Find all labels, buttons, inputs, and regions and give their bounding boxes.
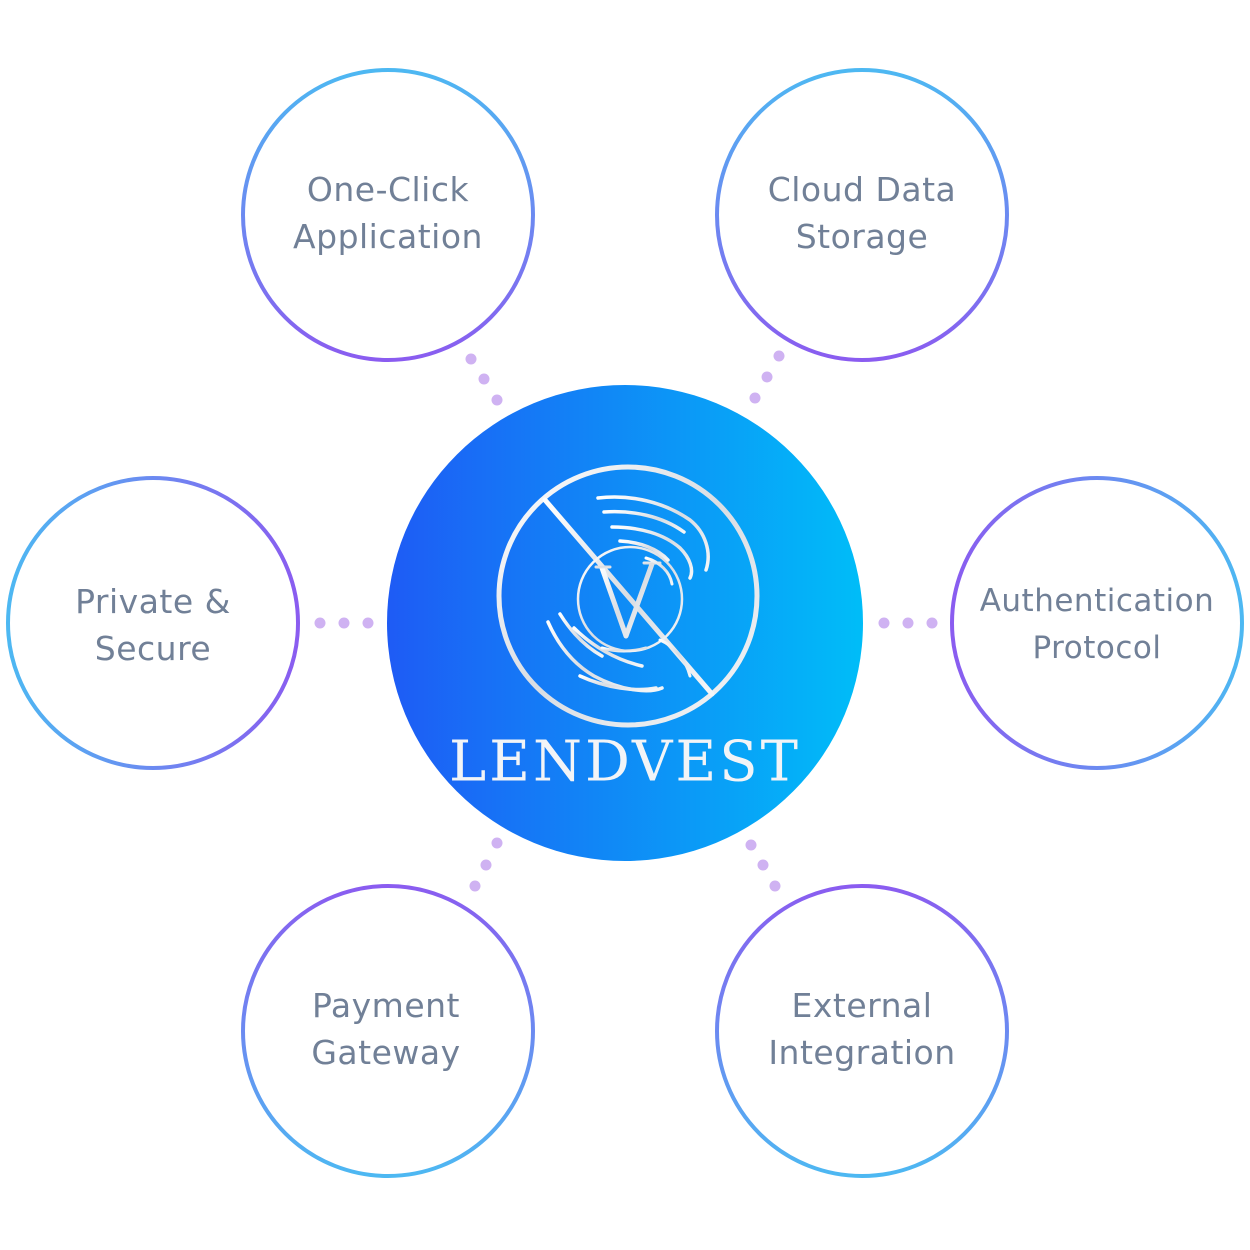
label-line: External [791,986,933,1025]
label-payment-gateway: Payment Gateway [256,982,516,1076]
label-external-integration: External Integration [732,982,992,1076]
connector-one-click [465,353,503,406]
ring-payment-gateway [241,884,535,1178]
connector-external-integration [745,839,781,892]
label-cloud-data-storage: Cloud Data Storage [732,166,992,260]
ring-one-click-application [241,68,535,362]
label-authentication-protocol: Authentication Protocol [967,578,1227,672]
label-line: Cloud Data [767,170,957,209]
ring-cloud-data-storage [715,68,1009,362]
brand-name: LENDVEST [448,729,802,795]
label-line: Authentication [979,583,1215,619]
label-private-secure: Private & Secure [23,578,283,672]
label-one-click-application: One-Click Application [258,166,518,260]
connector-private-secure [314,617,374,629]
label-line: Gateway [311,1033,461,1072]
label-line: Storage [795,217,929,256]
ring-external-integration [715,884,1009,1178]
label-line: Application [293,217,483,256]
connector-cloud-data [749,350,785,404]
label-line: One-Click [306,170,470,209]
label-line: Secure [94,629,212,668]
connector-payment-gateway [469,837,503,892]
ring-authentication-protocol [950,476,1244,770]
label-line: Private & [75,582,231,621]
connector-authentication [878,617,938,629]
label-line: Integration [768,1033,956,1072]
hands-exchanging-coin-v-icon [496,464,760,728]
label-line: Payment [312,986,460,1025]
label-line: Protocol [1032,630,1162,666]
hub-circle [387,385,863,861]
ring-private-secure [6,476,300,770]
